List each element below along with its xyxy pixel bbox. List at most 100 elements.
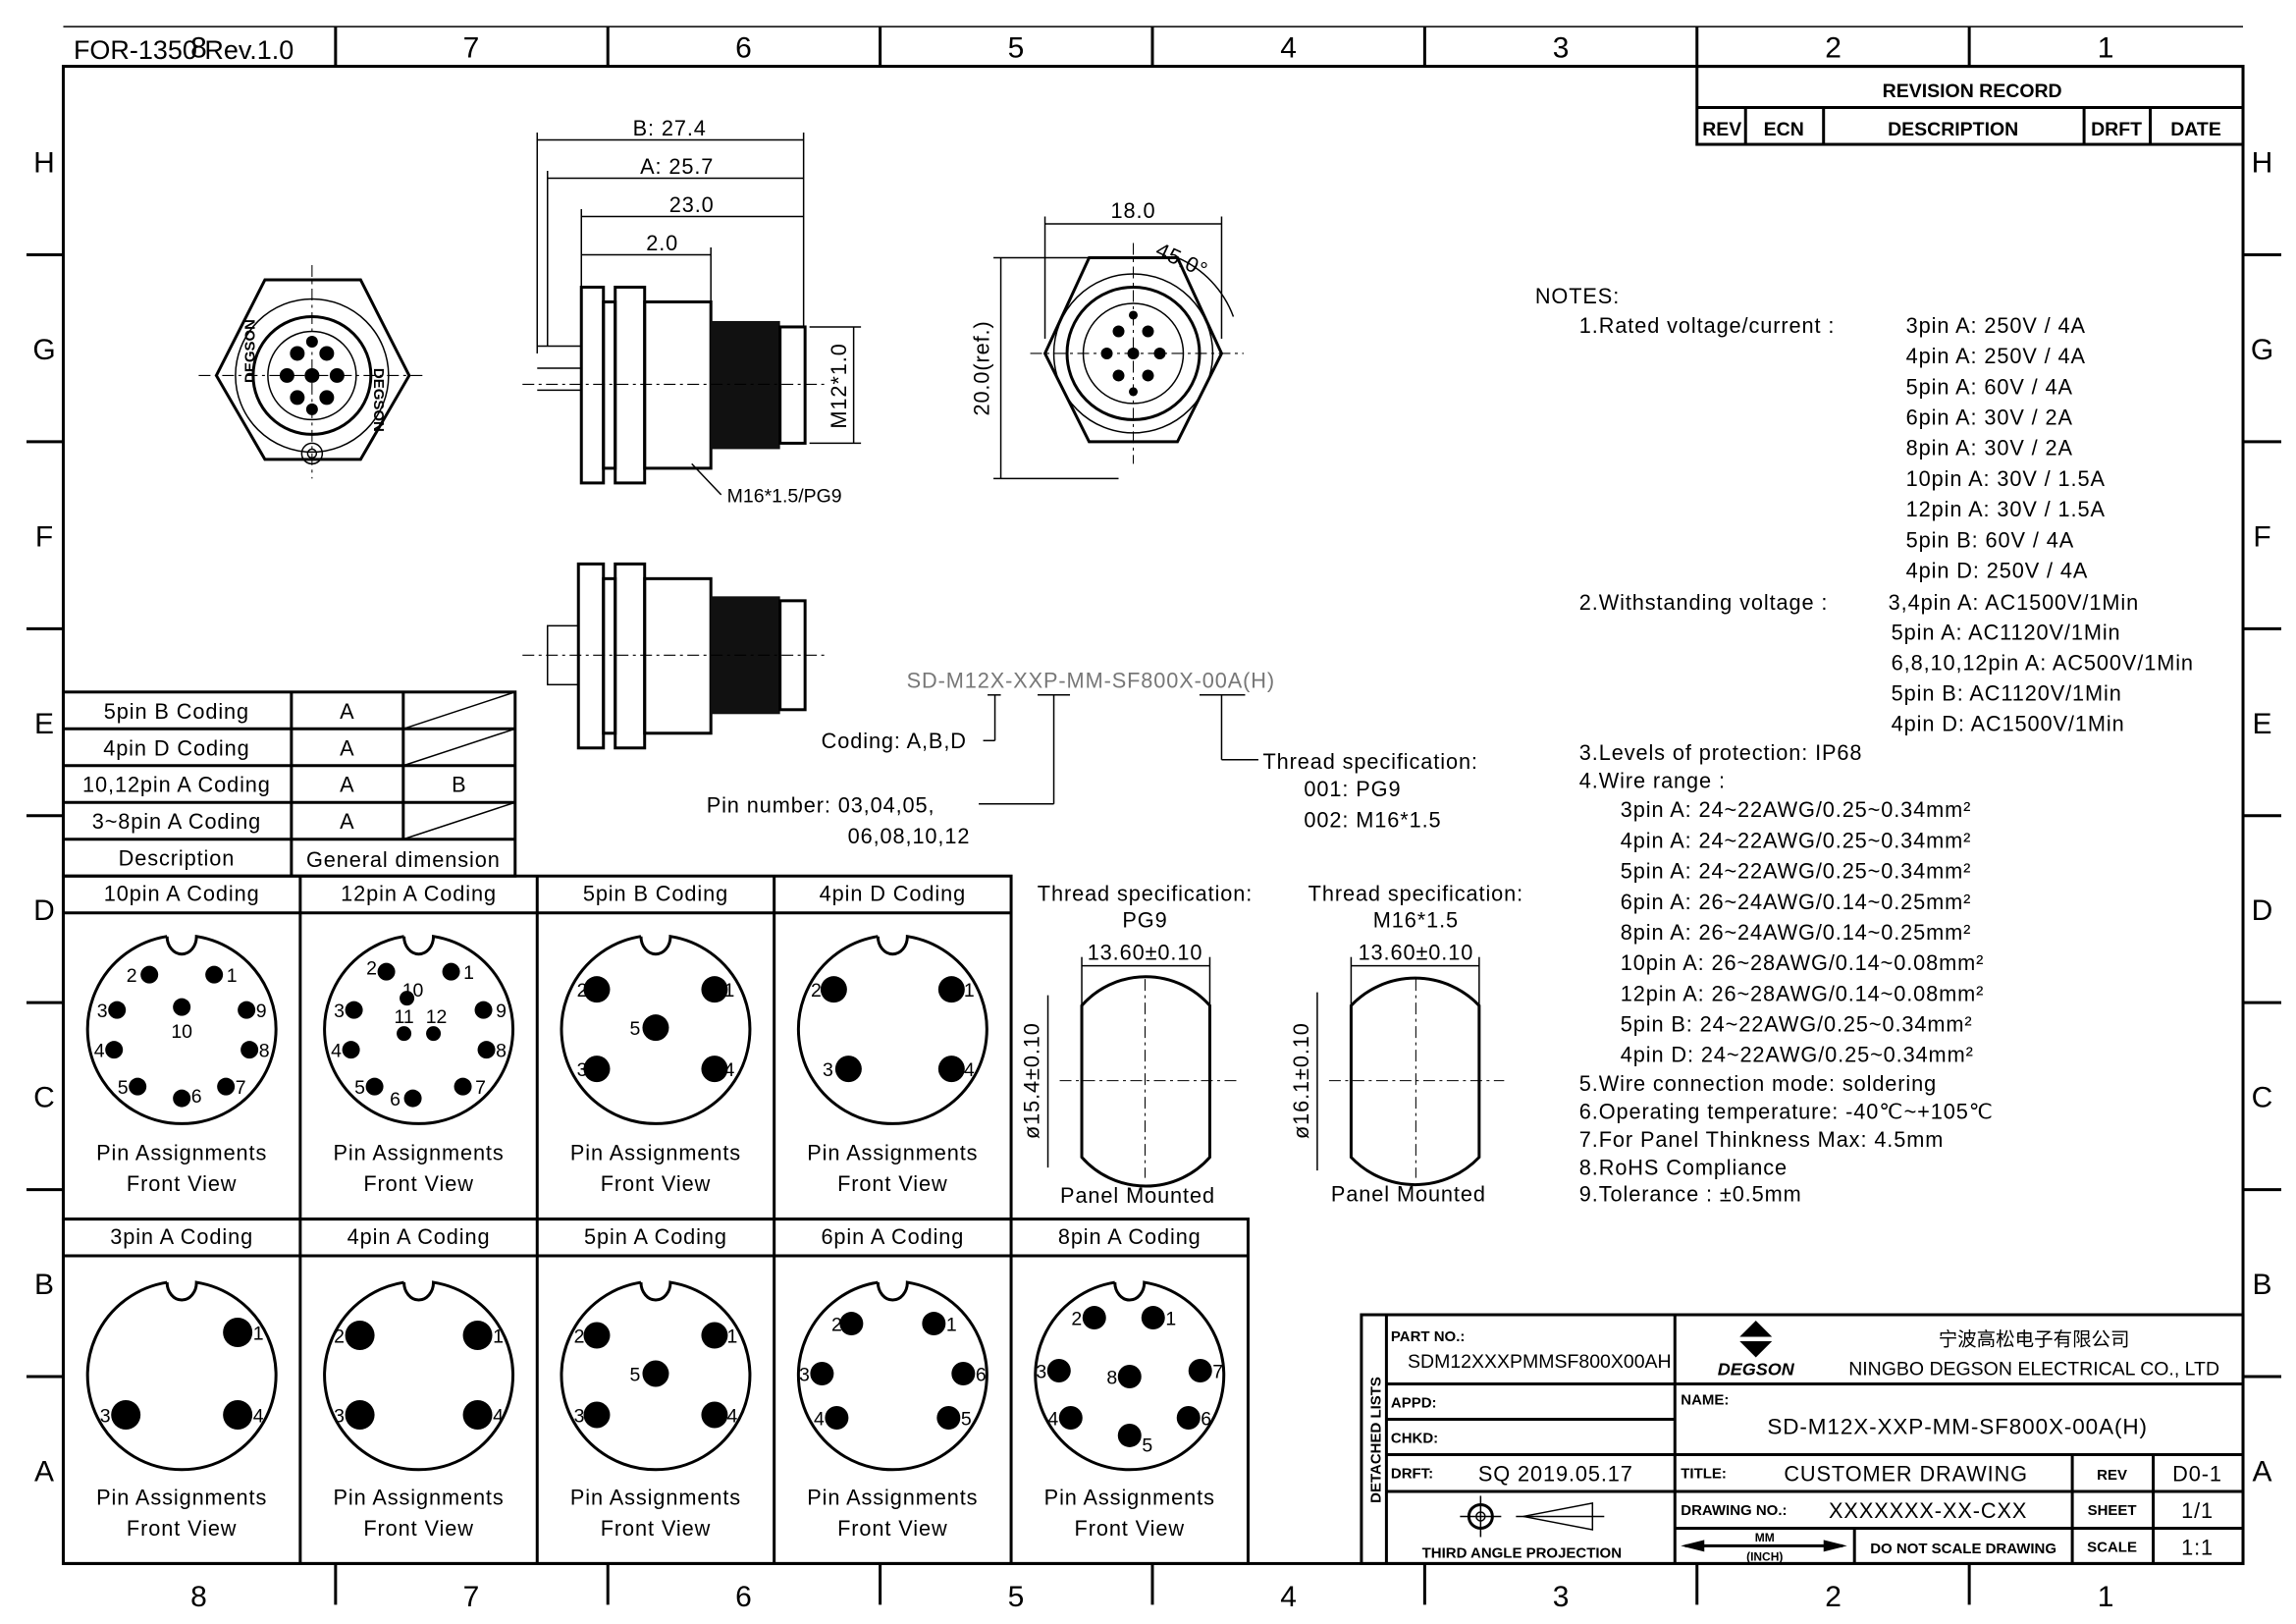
zone-row-label: H: [33, 147, 55, 180]
pin-contact: [345, 1001, 363, 1019]
panel-width: 13.60±0.10: [1088, 941, 1203, 965]
note-1-value: 3pin A: 250V / 4A: [1906, 313, 2086, 338]
pin-contact: [1058, 1405, 1083, 1430]
dim-23: 23.0: [669, 192, 715, 217]
pin-number: 4: [814, 1408, 825, 1430]
title-label: TITLE:: [1681, 1465, 1727, 1482]
thread-spec-001: 001: PG9: [1304, 777, 1401, 801]
pin-number: 6: [1201, 1408, 1211, 1430]
note-4-value: 4pin A: 24~22AWG/0.25~0.34mm²: [1621, 828, 1972, 852]
pin-contact: [454, 1077, 472, 1096]
connector-face: [796, 934, 988, 1125]
zone-row-label: D: [33, 894, 55, 927]
logo-mark: DEGSON: [370, 368, 387, 432]
pin-number-label: Pin number: 03,04,05,: [707, 793, 935, 818]
pin-caption: Pin Assignments: [570, 1141, 741, 1165]
coding-row-a: A: [340, 699, 354, 724]
note-1-value: 10pin A: 30V / 1.5A: [1906, 466, 2106, 491]
drft-label: DRFT:: [1391, 1465, 1433, 1482]
pin-number: 5: [630, 1018, 641, 1040]
projection-label: THIRD ANGLE PROJECTION: [1422, 1544, 1622, 1561]
connector-side-view: B: 27.4 A: 25.7 23.0 2.0 M12*1.0 M16*1.5…: [522, 116, 862, 507]
pin-number: 1: [1165, 1309, 1176, 1330]
part-code-breakdown: SD-M12X-XXP-MM-SF800X-00A(H) Coding: A,B…: [707, 668, 1477, 848]
zone-row-label: H: [2252, 147, 2273, 180]
pin-caption: Pin Assignments: [333, 1485, 504, 1509]
zone-column-label: 7: [463, 1581, 480, 1613]
pin-number: 3: [799, 1365, 810, 1386]
pin-contact: [462, 1399, 493, 1430]
pin-contact: [583, 1322, 611, 1349]
sheet-label: SHEET: [2088, 1502, 2137, 1519]
part-code: SD-M12X-XXP-MM-SF800X-00A(H): [907, 668, 1275, 692]
connector-side-view-2: [522, 562, 825, 750]
pin-number: 3: [100, 1405, 111, 1427]
zone-column-label: 8: [190, 32, 207, 65]
zone-row-label: C: [2252, 1082, 2273, 1114]
pin-diagram-title: 10pin A Coding: [104, 882, 260, 906]
pin-number-values: 06,08,10,12: [848, 824, 971, 848]
dim-20: 20.0(ref.): [970, 320, 994, 415]
pin-caption: Pin Assignments: [807, 1141, 978, 1165]
zone-row-label: G: [2251, 334, 2273, 366]
scale-label: SCALE: [2087, 1539, 2137, 1555]
pin-number: 3: [1036, 1362, 1046, 1383]
pin-caption: Front View: [1075, 1516, 1185, 1541]
pin-contact: [342, 1041, 360, 1059]
pin-number: 2: [811, 980, 822, 1001]
pin-number: 5: [354, 1077, 365, 1099]
coding-footer-dimension: General dimension: [306, 847, 501, 872]
zone-row-label: G: [32, 334, 55, 366]
pin-contact: [583, 1056, 611, 1083]
zone-column-label: 4: [1280, 1581, 1297, 1613]
pin-number: 7: [236, 1077, 246, 1099]
pin-contact: [400, 991, 415, 1006]
pin-number: 4: [727, 1405, 738, 1427]
pin-number: 1: [493, 1326, 504, 1348]
pin-contact: [951, 1362, 976, 1386]
thread-spec-label: Thread specification:: [1262, 749, 1477, 774]
coding-row-a: A: [340, 809, 354, 834]
pin-contact: [701, 1322, 728, 1349]
form-number: FOR-1350 Rev.1.0: [74, 35, 294, 65]
coding-table: 5pin B Coding A 4pin D Coding A 10,12pin…: [61, 690, 517, 878]
zone-column-label: 6: [735, 1581, 752, 1613]
pin-number: 3: [574, 1405, 585, 1427]
pin-number: 11: [394, 1006, 413, 1028]
pin-contact: [642, 1014, 669, 1042]
drawing-title: CUSTOMER DRAWING: [1784, 1461, 2028, 1486]
connector-front-view-right: 18.0 45.0° 20.0(ref.): [970, 198, 1244, 480]
connector-face: [85, 934, 278, 1125]
pin-caption: Front View: [363, 1171, 473, 1196]
note-1-value: 5pin B: 60V / 4A: [1906, 527, 2074, 552]
connector-face: [560, 934, 752, 1125]
coding-row-a: A: [340, 735, 354, 760]
pin-contact: [377, 962, 396, 981]
pin-number: 1: [964, 980, 975, 1001]
pin-contact: [397, 1026, 412, 1042]
pin-number: 2: [577, 980, 588, 1001]
dim-thread: M16*1.5/PG9: [727, 485, 842, 507]
pin-caption: Pin Assignments: [333, 1141, 504, 1165]
pin-contact: [223, 1399, 253, 1430]
panel-title: Thread specification:: [1038, 882, 1253, 906]
pin-diagram-title: 6pin A Coding: [821, 1224, 964, 1249]
pin-diagram-title: 5pin B Coding: [583, 882, 728, 906]
pin-caption: Pin Assignments: [570, 1485, 741, 1509]
pin-caption: Front View: [601, 1171, 711, 1196]
pin-contact: [810, 1362, 834, 1386]
note-1-value: 5pin A: 60V / 4A: [1906, 374, 2073, 399]
pin-number: 2: [831, 1315, 842, 1336]
note-1-value: 12pin A: 30V / 1.5A: [1906, 497, 2106, 521]
note-3: 3.Levels of protection: IP68: [1579, 740, 1863, 765]
logo-mark: DEGSON: [241, 319, 258, 383]
pin-contact: [442, 962, 460, 981]
pin-number: 3: [334, 1405, 345, 1427]
pin-number: 1: [727, 1326, 738, 1348]
panel-height: ø15.4±0.10: [1020, 1022, 1044, 1139]
unit-mm: MM: [1755, 1531, 1775, 1544]
